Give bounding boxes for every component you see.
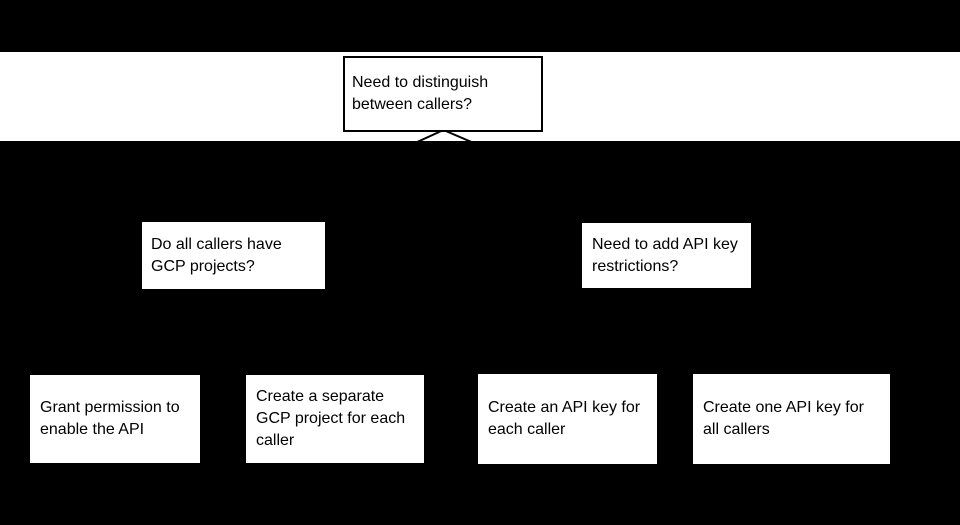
connector-left-branch	[232, 129, 444, 227]
outcome-node-grant-permission-label: Grant permission to enable the API	[40, 399, 180, 438]
decision-node-api-key-restrictions-label: Need to add API key restrictions?	[592, 235, 738, 275]
connector-right-branch	[443, 129, 668, 227]
outcome-node-separate-gcp-project-label: Create a separate GCP project for each c…	[256, 388, 406, 449]
outcome-node-api-key-each-caller-label: Create an API key for each caller	[488, 399, 641, 438]
outcome-node-one-api-key-all-callers: Create one API key for all callers	[693, 374, 890, 464]
outcome-node-one-api-key-all-callers-label: Create one API key for all callers	[703, 399, 864, 438]
outcome-node-api-key-each-caller: Create an API key for each caller	[478, 374, 657, 464]
decision-node-api-key-restrictions: Need to add API key restrictions?	[582, 223, 751, 288]
outcome-node-grant-permission: Grant permission to enable the API	[30, 375, 200, 463]
decision-node-gcp-projects-label: Do all callers have GCP projects?	[151, 235, 282, 275]
outcome-node-separate-gcp-project: Create a separate GCP project for each c…	[246, 375, 424, 463]
decision-node-distinguish-callers: Need to distinguish between callers?	[343, 56, 543, 132]
decision-node-distinguish-callers-label: Need to distinguish between callers?	[352, 74, 489, 113]
decision-node-gcp-projects: Do all callers have GCP projects?	[142, 222, 325, 289]
